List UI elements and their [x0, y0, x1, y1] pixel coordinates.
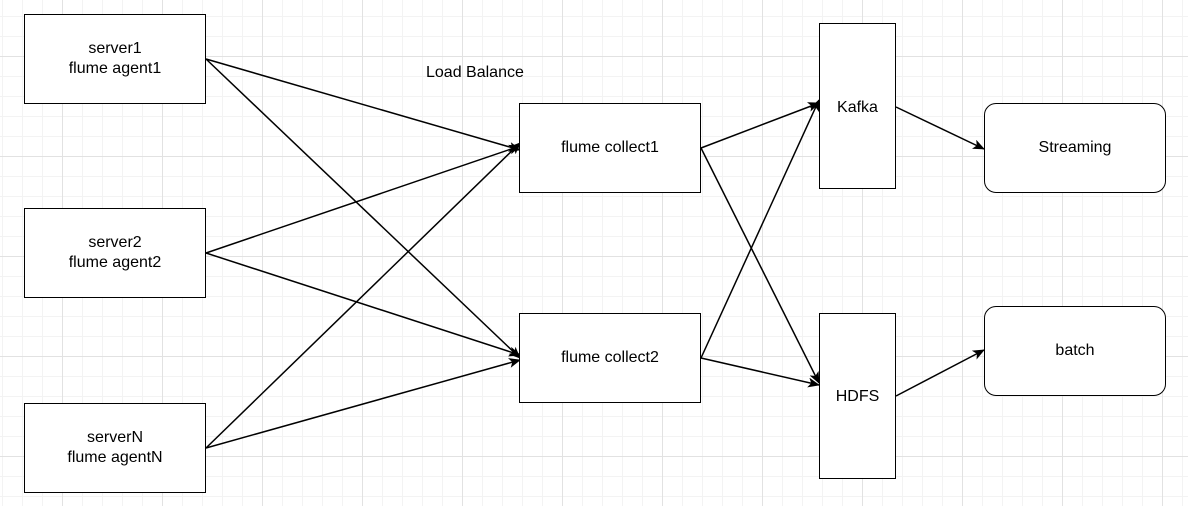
node-hdfs-label: HDFS [835, 388, 880, 405]
node-hdfs[interactable]: HDFS [819, 313, 896, 479]
edge-kafka-to-streaming [895, 106, 985, 150]
node-kafka[interactable]: Kafka [819, 23, 896, 189]
node-server2[interactable]: server2 flume agent2 [24, 208, 206, 298]
node-server1-line2: flume agent1 [68, 60, 162, 77]
edge-collect2-to-hdfs [700, 357, 820, 388]
edge-hdfs-to-batch [895, 349, 985, 397]
node-server1[interactable]: server1 flume agent1 [24, 14, 206, 104]
node-streaming-label: Streaming [1038, 139, 1112, 156]
edge-server1-to-collect2 [205, 58, 521, 359]
node-streaming[interactable]: Streaming [984, 103, 1166, 193]
node-batch[interactable]: batch [984, 306, 1166, 396]
node-collect1-label: flume collect1 [561, 139, 659, 156]
node-collect2-label: flume collect2 [561, 349, 659, 366]
node-kafka-label: Kafka [837, 99, 878, 116]
node-server2-line2: flume agent2 [68, 254, 162, 271]
edge-serverN-to-collect1 [205, 142, 521, 449]
edge-server2-to-collect1 [205, 144, 521, 254]
node-server2-line1: server2 [88, 234, 142, 251]
node-serverN-line1: serverN [86, 429, 143, 446]
edge-server2-to-collect2 [205, 252, 521, 357]
node-serverN-line2: flume agentN [67, 449, 163, 466]
edge-serverN-to-collect2 [205, 358, 521, 449]
edge-server1-to-collect1 [205, 58, 521, 152]
node-server1-line1: server1 [88, 40, 142, 57]
edge-collect2-to-kafka [700, 99, 820, 359]
node-serverN[interactable]: serverN flume agentN [24, 403, 206, 493]
node-batch-label: batch [1055, 342, 1095, 359]
edge-collect1-to-kafka [700, 102, 820, 149]
load-balance-annotation: Load Balance [426, 64, 524, 81]
node-collect1[interactable]: flume collect1 [519, 103, 701, 193]
node-collect2[interactable]: flume collect2 [519, 313, 701, 403]
edge-collect1-to-hdfs [700, 147, 820, 384]
